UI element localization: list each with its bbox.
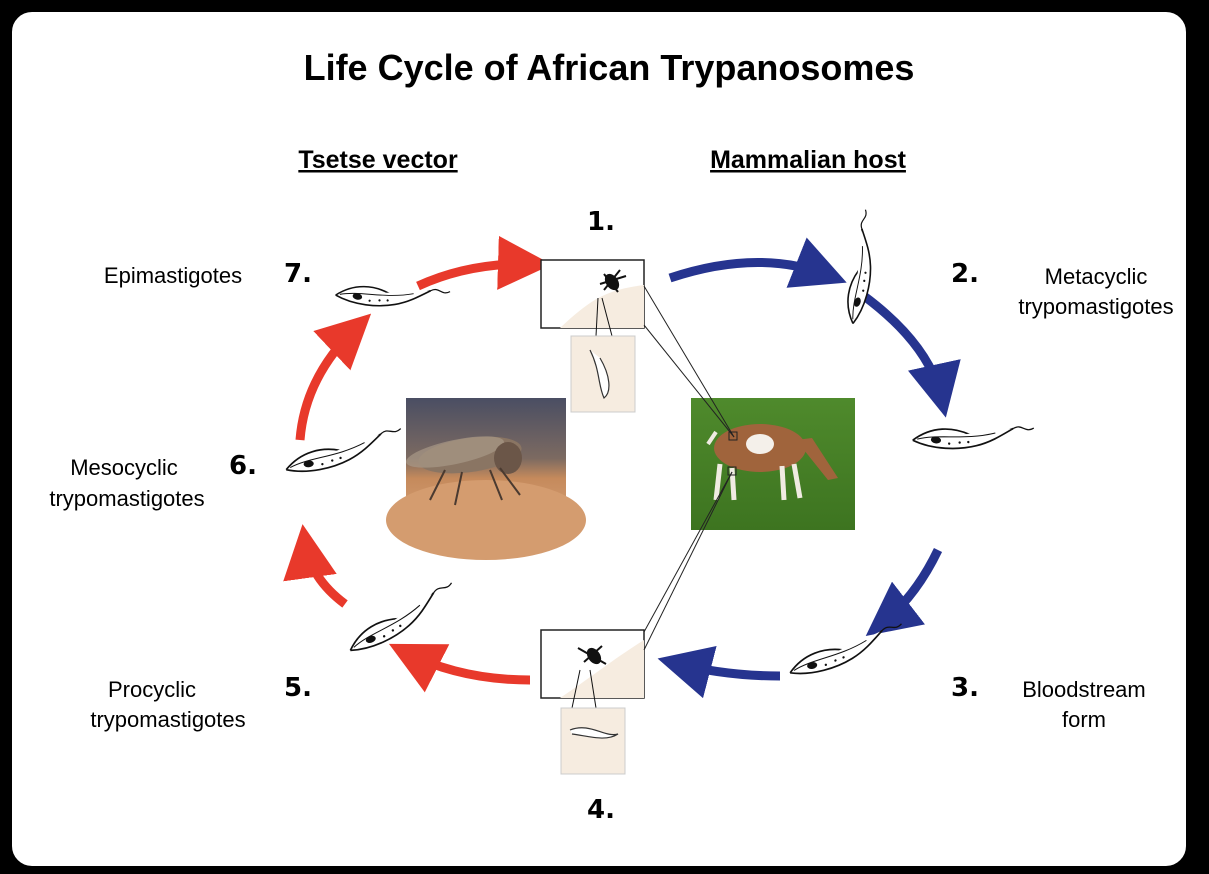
life-cycle-diagram: Life Cycle of African Trypanosomes Tsets… bbox=[0, 0, 1209, 847]
stage-7-label: Epimastigotes bbox=[104, 263, 242, 288]
fly-bite-inset-top bbox=[541, 260, 644, 412]
stage-3-label-line2: form bbox=[1062, 707, 1106, 732]
arrow-7-to-1 bbox=[418, 264, 534, 286]
arrow-6-to-7 bbox=[300, 326, 358, 440]
stage-5-label-line1: Procyclic bbox=[108, 677, 196, 702]
arrow-5-to-6 bbox=[305, 542, 345, 604]
stage-6-label-line2: trypomastigotes bbox=[49, 486, 204, 511]
arrow-2-to-3a bbox=[864, 296, 942, 400]
stage-4-number: 4. bbox=[587, 795, 615, 825]
goat-photo bbox=[691, 398, 855, 530]
trypanosome-icon-stage-3a bbox=[912, 412, 1034, 461]
stage-6-label-line1: Mesocyclic bbox=[70, 455, 178, 480]
stage-2-label-line1: Metacyclic bbox=[1045, 264, 1148, 289]
tsetse-fly-photo bbox=[386, 398, 586, 560]
arrow-3-to-4 bbox=[675, 663, 780, 676]
trypanosome-icon-stage-3b bbox=[785, 624, 907, 677]
stage-6-number: 6. bbox=[229, 451, 257, 481]
stage-5-label-line2: trypomastigotes bbox=[90, 707, 245, 732]
stage-5-number: 5. bbox=[284, 673, 312, 703]
stage-2-label-line2: trypomastigotes bbox=[1018, 294, 1173, 319]
diagram-title: Life Cycle of African Trypanosomes bbox=[304, 47, 915, 88]
stage-1-number: 1. bbox=[587, 207, 615, 237]
stage-3-label-line1: Bloodstream bbox=[1022, 677, 1146, 702]
stage-7-number: 7. bbox=[284, 259, 312, 289]
trypanosome-icon-stage-5 bbox=[341, 583, 463, 654]
arrow-1-to-2 bbox=[670, 262, 830, 278]
tsetse-vector-heading: Tsetse vector bbox=[298, 146, 458, 174]
stage-3-number: 3. bbox=[951, 673, 979, 703]
arrow-4-to-5 bbox=[405, 652, 530, 680]
stage-2-number: 2. bbox=[951, 259, 979, 289]
arrow-2-to-3b bbox=[880, 550, 938, 625]
mammalian-host-heading: Mammalian host bbox=[710, 146, 907, 174]
fly-bite-inset-bottom bbox=[541, 630, 644, 774]
